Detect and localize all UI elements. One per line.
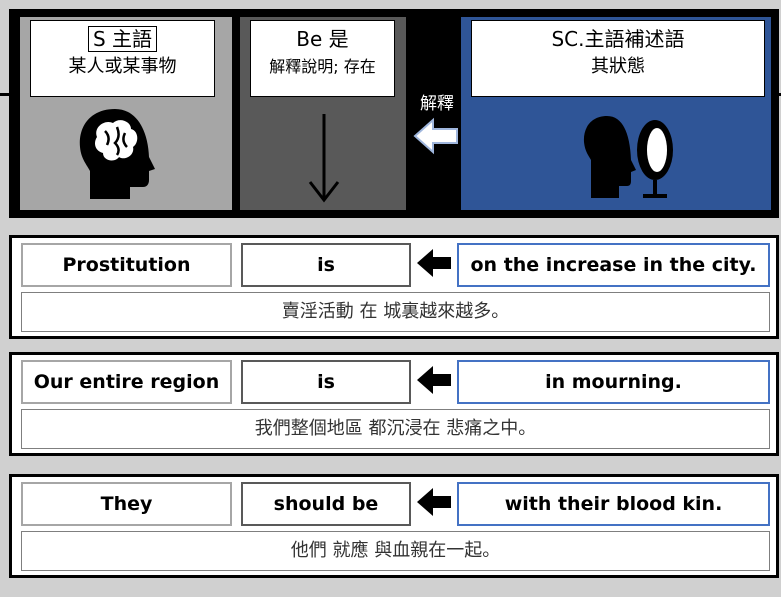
sentence-row-3: They should be with their blood kin. 他們 … bbox=[9, 474, 779, 578]
translation: 賣淫活動 在 城裏越來越多。 bbox=[21, 292, 770, 332]
left-arrow-icon bbox=[417, 249, 451, 277]
complement-box: on the increase in the city. bbox=[457, 243, 770, 287]
head-brain-icon bbox=[79, 109, 155, 199]
complement-label-box: SC.主語補述語 其狀態 bbox=[471, 20, 765, 97]
subject-panel: S 主語 某人或某事物 bbox=[20, 17, 232, 210]
translation: 我們整個地區 都沉浸在 悲痛之中。 bbox=[21, 409, 770, 449]
verb-title: Be 是 bbox=[296, 27, 349, 51]
sentence-row-2: Our entire region is in mourning. 我們整個地區… bbox=[9, 352, 779, 456]
head-mirror-icon bbox=[583, 116, 673, 198]
subject-box: They bbox=[21, 482, 232, 526]
subject-subtitle: 某人或某事物 bbox=[68, 56, 177, 77]
left-arrow-icon bbox=[417, 366, 451, 394]
left-arrow-icon bbox=[417, 488, 451, 516]
verb-panel: Be 是 解釋說明; 存在 bbox=[240, 17, 406, 210]
complement-box: with their blood kin. bbox=[457, 482, 770, 526]
complement-title: SC.主語補述語 bbox=[551, 27, 685, 51]
sentence-row-1: Prostitution is on the increase in the c… bbox=[9, 235, 779, 339]
subject-box: Our entire region bbox=[21, 360, 232, 404]
subject-box: Prostitution bbox=[21, 243, 232, 287]
down-arrow-icon bbox=[308, 114, 340, 203]
complement-panel: SC.主語補述語 其狀態 bbox=[461, 17, 771, 210]
translation: 他們 就應 與血親在一起。 bbox=[21, 531, 770, 571]
explain-label: 解釋 bbox=[420, 94, 454, 114]
verb-label-box: Be 是 解釋說明; 存在 bbox=[250, 20, 395, 97]
subject-label-box: S 主語 某人或某事物 bbox=[30, 20, 215, 97]
verb-box: is bbox=[241, 360, 411, 404]
complement-subtitle: 其狀態 bbox=[591, 56, 645, 77]
verb-subtitle: 解釋說明; 存在 bbox=[269, 57, 376, 76]
header-banner: S 主語 某人或某事物 Be 是 解釋說明; 存在 解釋 SC.主語補述語 其狀… bbox=[9, 9, 779, 218]
left-arrow-icon bbox=[413, 117, 458, 155]
verb-box: should be bbox=[241, 482, 411, 526]
verb-box: is bbox=[241, 243, 411, 287]
subject-title: S 主語 bbox=[87, 26, 158, 52]
complement-box: in mourning. bbox=[457, 360, 770, 404]
